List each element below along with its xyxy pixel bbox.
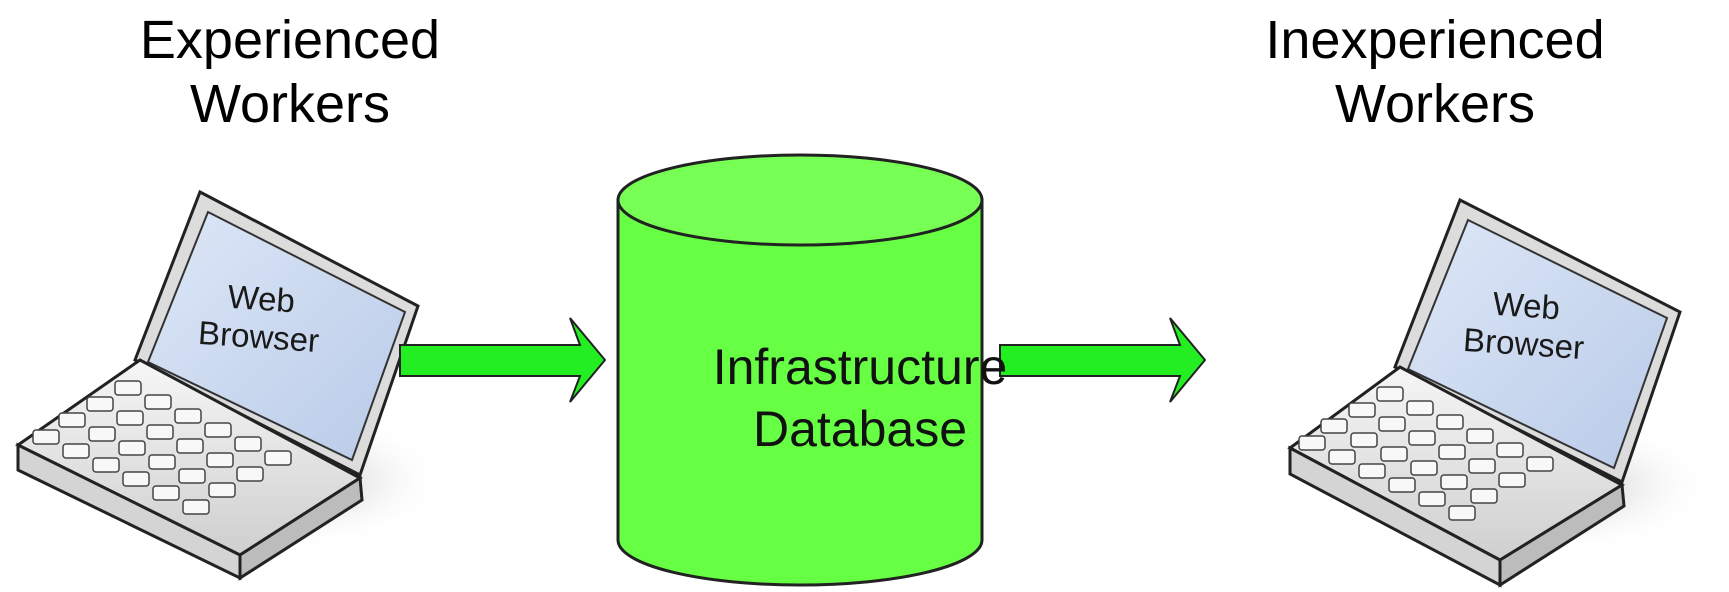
laptop-left-screen-label: Web Browser (178, 275, 343, 362)
title-line: Workers (1334, 74, 1536, 134)
title-line: Inexperienced (1265, 10, 1605, 70)
laptop-right-icon (1287, 197, 1715, 588)
database-cylinder-icon (616, 153, 984, 587)
arrow-right-icon (399, 317, 607, 403)
arrow-right-icon (999, 317, 1207, 403)
database-label-line: Infrastructure (712, 339, 1008, 395)
laptop-left-icon (15, 189, 450, 581)
inexperienced-workers-title: Inexperienced Workers (1175, 8, 1695, 136)
experienced-workers-title: Experienced Workers (60, 8, 520, 136)
title-line: Experienced (139, 10, 441, 70)
database-label-line: Database (752, 401, 968, 457)
database-label: Infrastructure Database (660, 336, 1060, 460)
title-line: Workers (189, 74, 391, 134)
laptop-right-screen-label: Web Browser (1438, 281, 1613, 369)
